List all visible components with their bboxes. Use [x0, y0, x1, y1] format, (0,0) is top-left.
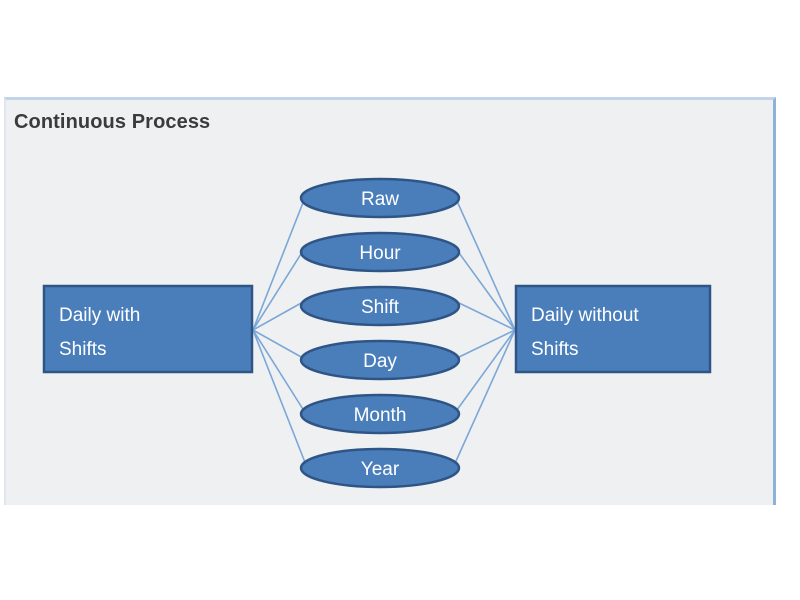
node-daily-with-shifts-label-line2: Shifts [59, 339, 107, 360]
connector-left-raw [252, 189, 309, 331]
node-daily-without-shifts-shape[interactable] [514, 284, 712, 374]
node-day-label: Day [363, 351, 397, 372]
connectors-right [451, 189, 516, 471]
connectors-left [252, 189, 309, 471]
node-raw[interactable]: Raw [299, 177, 461, 219]
connector-right-year [451, 329, 516, 471]
connector-left-year [252, 329, 309, 471]
node-month[interactable]: Month [299, 393, 461, 435]
node-daily-without-shifts-label-line2: Shifts [531, 339, 579, 360]
connector-left-month [252, 329, 307, 415]
connector-right-hour [453, 245, 516, 331]
connector-left-day [252, 329, 304, 359]
page-title: Continuous Process [14, 111, 211, 133]
connector-right-shift [456, 301, 516, 331]
node-daily-without-shifts[interactable]: Daily without Shifts [514, 284, 712, 374]
node-hour-label: Hour [359, 243, 401, 264]
node-daily-with-shifts-label-line1: Daily with [59, 305, 140, 326]
connector-left-shift [252, 301, 304, 331]
node-month-label: Month [354, 405, 407, 426]
connector-right-month [453, 329, 516, 415]
node-month-shape[interactable] [299, 393, 461, 435]
node-year-shape[interactable] [299, 447, 461, 489]
node-year[interactable]: Year [299, 447, 461, 489]
connector-right-raw [451, 189, 516, 331]
connector-right-day [456, 329, 516, 359]
node-raw-shape[interactable] [299, 177, 461, 219]
connector-left-hour [252, 245, 307, 331]
node-year-label: Year [361, 459, 400, 480]
node-raw-label: Raw [361, 189, 399, 210]
node-day-shape[interactable] [299, 339, 461, 381]
node-shift-shape[interactable] [299, 285, 461, 327]
node-shift-label: Shift [361, 297, 400, 318]
node-daily-with-shifts[interactable]: Daily with Shifts [42, 284, 254, 374]
node-daily-with-shifts-shape[interactable] [42, 284, 254, 374]
node-daily-without-shifts-label-line1: Daily without [531, 305, 639, 326]
node-hour[interactable]: Hour [299, 231, 461, 273]
node-shift[interactable]: Shift [299, 285, 461, 327]
node-day[interactable]: Day [299, 339, 461, 381]
node-hour-shape[interactable] [299, 231, 461, 273]
